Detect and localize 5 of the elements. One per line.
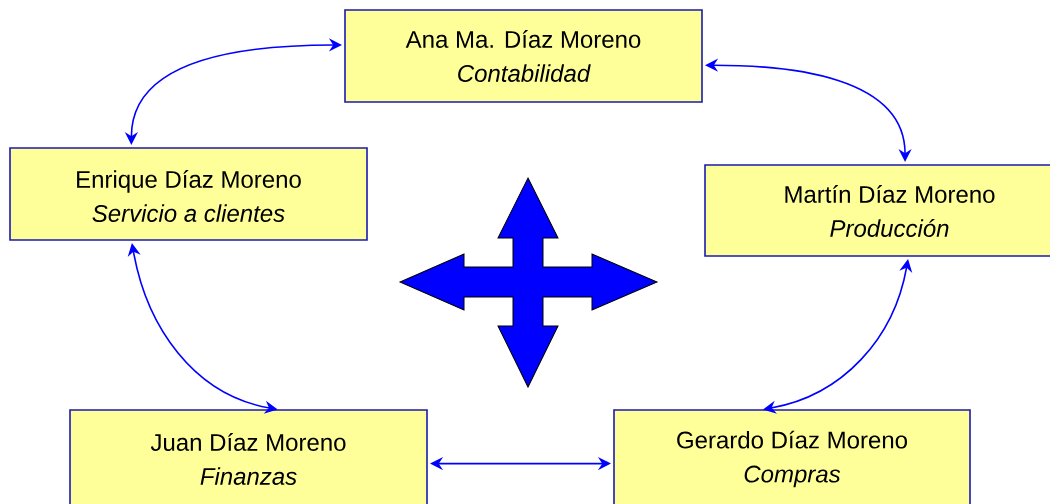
person-box: Martín Díaz Moreno Producción: [704, 164, 1050, 257]
person-box: Ana Ma. Díaz Moreno Contabilidad: [344, 9, 703, 103]
person-box: Enrique Díaz Moreno Servicio a clientes: [9, 147, 368, 241]
person-box: Gerardo Díaz Moreno Compras: [613, 409, 971, 504]
person-box: Juan Díaz Moreno Finanzas: [69, 409, 428, 504]
